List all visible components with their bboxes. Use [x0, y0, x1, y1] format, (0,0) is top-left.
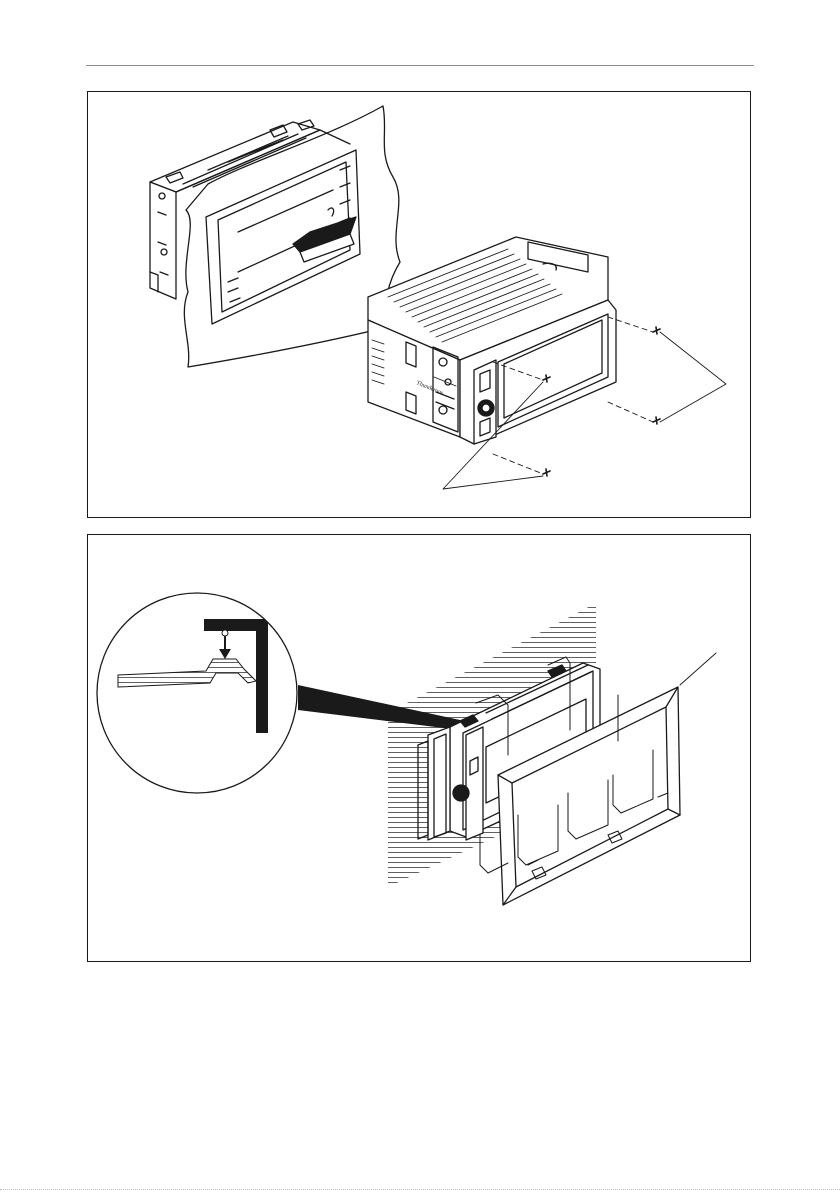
installation-illustration-2: [88, 535, 752, 963]
installation-illustration-1: Thunderous: [88, 92, 752, 519]
header-rule: [86, 65, 754, 66]
detail-magnifier: [97, 593, 297, 793]
figure-panel-mounting-sleeve: Thunderous: [87, 91, 751, 518]
figure-panel-trim-frame: [87, 534, 751, 962]
page-bottom-edge: [0, 1189, 840, 1190]
mounting-sleeve-side: [150, 182, 176, 299]
volume-knob: [453, 785, 469, 801]
